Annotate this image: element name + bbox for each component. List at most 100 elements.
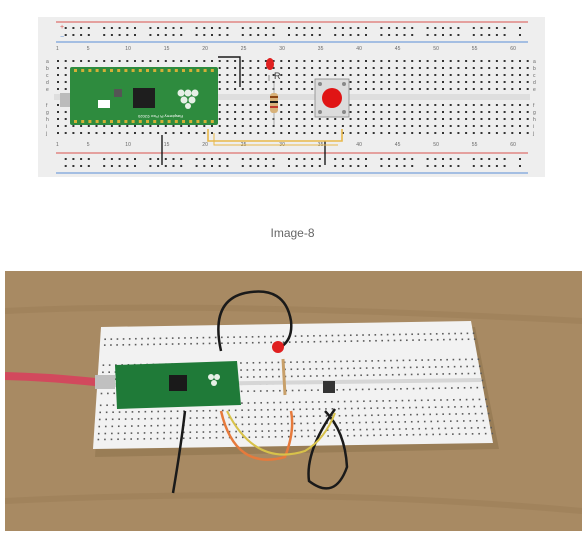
rail-hole (288, 34, 290, 36)
photo-hole (196, 417, 198, 419)
rail-hole (426, 158, 429, 160)
photo-hole (313, 422, 315, 425)
terminal-hole (341, 132, 344, 134)
terminal-hole (365, 74, 367, 76)
rail-hole (357, 34, 360, 36)
photo-hole (252, 362, 255, 364)
terminal-hole (465, 104, 468, 106)
terminal-hole (226, 104, 229, 106)
terminal-hole (388, 74, 391, 76)
photo-hole (427, 359, 430, 361)
terminal-hole (380, 111, 383, 113)
rail-hole (503, 27, 506, 29)
photo-hole (306, 422, 309, 425)
photo-hole (138, 411, 140, 413)
photo-hole (196, 342, 199, 345)
photo-hole (422, 366, 424, 368)
pico-pin (124, 120, 128, 123)
photo-hole (282, 341, 285, 344)
terminal-hole (226, 88, 229, 90)
terminal-hole (218, 132, 221, 134)
terminal-hole (519, 74, 521, 76)
rail-hole (241, 34, 244, 36)
rail-hole (442, 34, 444, 36)
terminal-hole (472, 60, 475, 62)
photo-hole (128, 343, 131, 346)
terminal-hole (465, 74, 468, 76)
photo-hole (325, 340, 328, 343)
photo-hole (222, 430, 224, 433)
photo-hole (477, 358, 480, 360)
rail-hole (442, 165, 444, 167)
photo-hole (379, 434, 382, 437)
terminal-hole (449, 125, 452, 127)
terminal-hole (480, 104, 483, 106)
column-number: 30 (279, 46, 285, 52)
photo-hole (377, 360, 380, 362)
terminal-hole (519, 88, 521, 90)
terminal-hole (418, 88, 421, 90)
rail-hole (172, 27, 175, 29)
terminal-hole (110, 132, 113, 134)
rail-hole (411, 27, 414, 29)
photo-hole (324, 401, 327, 403)
rail-hole (488, 34, 491, 36)
terminal-hole (295, 67, 298, 69)
photo-hole (254, 430, 257, 433)
terminal-hole (480, 132, 483, 134)
photo-hole (419, 387, 421, 390)
photo-hole (130, 432, 133, 434)
photo-hole (306, 415, 308, 418)
photo-hole (433, 399, 436, 401)
terminal-hole (511, 81, 514, 83)
terminal-hole (403, 132, 406, 134)
photo-hole (338, 407, 340, 410)
photo-hole (331, 400, 333, 403)
photo-hole (280, 415, 282, 418)
photo-hole (251, 341, 254, 344)
photo-hole (215, 423, 218, 426)
photo-hole (446, 358, 448, 361)
terminal-hole (172, 132, 175, 134)
terminal-hole (411, 67, 414, 69)
photo-hole (143, 438, 146, 440)
terminal-hole (449, 74, 452, 76)
terminal-hole (272, 74, 275, 76)
photo-hole (300, 429, 303, 432)
column-number: 25 (241, 46, 247, 52)
terminal-hole (249, 81, 252, 83)
photo-hole (147, 343, 149, 346)
photo-hole (369, 340, 371, 342)
photo-hole (473, 372, 476, 375)
photo-hole (221, 409, 224, 412)
terminal-hole (357, 125, 360, 127)
terminal-hole (249, 132, 252, 134)
photo-hole (271, 368, 274, 371)
terminal-hole (311, 111, 314, 113)
photo-hole (184, 343, 186, 345)
terminal-hole (180, 125, 183, 127)
photo-hole (465, 358, 467, 361)
photo-hole (286, 408, 289, 411)
photo-hole (264, 335, 266, 338)
pico-pin (138, 120, 142, 123)
photo-hole (417, 420, 420, 423)
terminal-hole (180, 60, 183, 62)
terminal-hole (457, 104, 460, 106)
photo-hole (398, 373, 400, 376)
terminal-hole (480, 81, 483, 83)
rail-hole (480, 165, 483, 167)
photo-hole (124, 425, 127, 427)
rail-hole (426, 34, 429, 36)
photo-hole (406, 434, 408, 436)
photo-hole (336, 389, 338, 391)
rail-hole (172, 34, 175, 36)
photo-hole (286, 415, 289, 418)
terminal-hole (264, 88, 267, 90)
terminal-hole (503, 111, 506, 113)
terminal-hole (442, 81, 444, 83)
terminal-hole (434, 67, 437, 69)
rail-plus-top: + (60, 24, 64, 31)
photo-hole (295, 341, 297, 343)
